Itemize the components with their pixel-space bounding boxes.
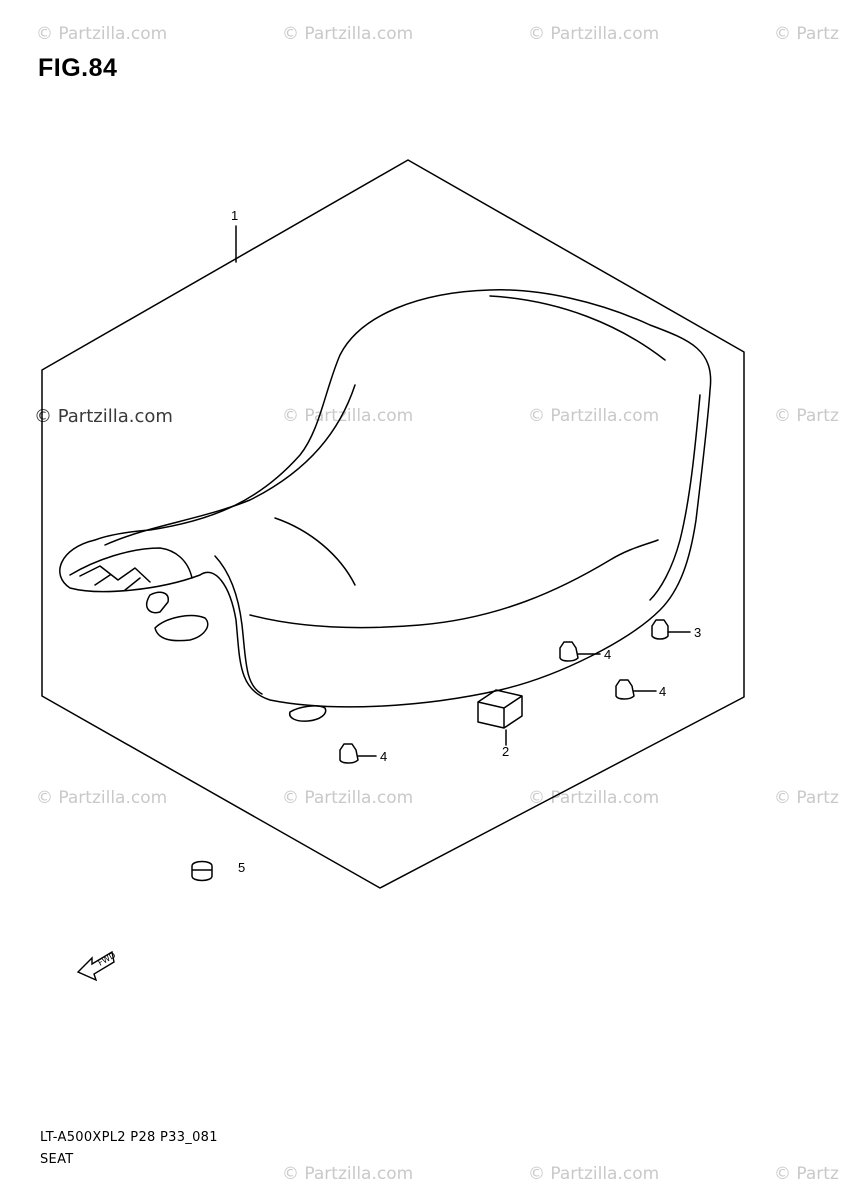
watermark: © Partzilla.com <box>282 1164 414 1184</box>
seat-ridge <box>274 517 356 586</box>
seat-top-contour <box>489 295 666 361</box>
seat-latch <box>154 614 209 642</box>
callout-1: 1 <box>231 208 238 223</box>
cushion-4-a <box>559 641 579 662</box>
watermark: © Partzilla.com <box>528 406 660 426</box>
watermark: © Partz <box>774 24 839 44</box>
watermark: © Partzilla.com <box>528 1164 660 1184</box>
watermark: © Partz <box>774 406 839 426</box>
watermark: © Partzilla.com <box>528 24 660 44</box>
callout-5: 5 <box>238 860 245 875</box>
callout-2: 2 <box>502 744 509 759</box>
seat-underside-hatch <box>79 565 151 591</box>
damper-block <box>477 689 523 729</box>
watermark-strong: © Partzilla.com <box>34 406 173 427</box>
seat-top-edge <box>104 384 356 546</box>
watermark: © Partzilla.com <box>36 24 168 44</box>
watermark: © Partzilla.com <box>282 788 414 808</box>
seat-side-fold <box>214 555 263 695</box>
seat-skirt-line <box>249 539 659 629</box>
cushion-4-c <box>339 743 359 764</box>
watermark: © Partz <box>774 1164 839 1184</box>
callout-4: 4 <box>604 647 611 662</box>
callout-4: 4 <box>659 684 666 699</box>
grommet-5 <box>191 860 213 882</box>
seat-underside <box>69 547 193 579</box>
watermark: © Partz <box>774 788 839 808</box>
seat-outline <box>59 289 712 708</box>
seat-mount-tab <box>288 705 327 722</box>
diagram-name: SEAT <box>40 1152 74 1167</box>
callout-3: 3 <box>694 625 701 640</box>
watermark: © Partzilla.com <box>36 788 168 808</box>
watermark: © Partzilla.com <box>282 24 414 44</box>
callout-4: 4 <box>380 749 387 764</box>
diagram-code: LT-A500XPL2 P28 P33_081 <box>40 1130 218 1145</box>
seat-rear-edge <box>649 394 701 601</box>
figure-title: FIG.84 <box>38 54 118 82</box>
fwd-arrow-icon: FWD <box>76 951 117 982</box>
cushion-3 <box>651 619 669 640</box>
assembly-frame <box>41 159 745 889</box>
watermark: © Partzilla.com <box>282 406 414 426</box>
cushion-4-b <box>615 679 635 700</box>
seat-latch-hook <box>146 591 169 614</box>
